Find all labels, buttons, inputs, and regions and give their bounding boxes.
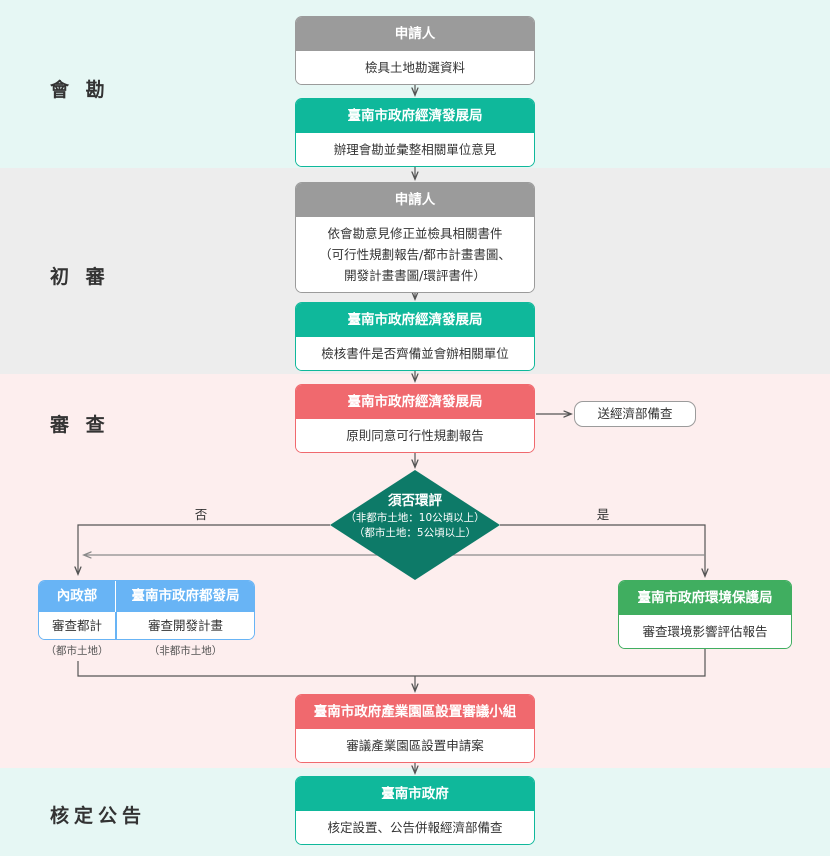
node-environmental-protection-bureau[interactable]: 臺南市政府環境保護局 審查環境影響評估報告 xyxy=(618,580,792,649)
note-urban-development-bureau-land-type: （非都市土地） xyxy=(148,645,223,657)
node-economic-development-bureau-1-head: 臺南市政府經濟發展局 xyxy=(296,99,534,133)
node-economic-development-bureau-1-body: 辦理會勘並彙整相關單位意見 xyxy=(296,133,534,166)
decision-node-eia-required[interactable]: 須否環評 （非都市土地：10公頃以上） （都市土地：5公頃以上） xyxy=(330,470,500,580)
node-economic-development-bureau-2[interactable]: 臺南市政府經濟發展局 檢核書件是否齊備並會辦相關單位 xyxy=(295,302,535,371)
node-industrial-park-review-committee-body: 審議產業園區設置申請案 xyxy=(296,729,534,762)
node-tainan-city-government-body: 核定設置、公告併報經濟部備查 xyxy=(296,811,534,844)
node-applicant-2-head: 申請人 xyxy=(296,183,534,217)
node-applicant-1-head: 申請人 xyxy=(296,17,534,51)
branch-label-no: 否 xyxy=(194,507,208,522)
node-applicant-2-body-line-3: 開發計畫書圖/環評書件） xyxy=(344,268,486,283)
stage-label-meeting: 會 勘 xyxy=(50,79,110,101)
node-environmental-protection-bureau-body: 審查環境影響評估報告 xyxy=(619,615,791,648)
node-ministry-of-interior[interactable]: 內政部 審查都計 xyxy=(38,580,116,640)
node-environmental-protection-bureau-head: 臺南市政府環境保護局 xyxy=(619,581,791,615)
node-urban-development-bureau-head: 臺南市政府都發局 xyxy=(117,581,254,612)
node-applicant-1[interactable]: 申請人 檢具土地勘選資料 xyxy=(295,16,535,85)
node-industrial-park-review-committee[interactable]: 臺南市政府產業園區設置審議小組 審議產業園區設置申請案 xyxy=(295,694,535,763)
note-ministry-of-interior-land-type: （都市土地） xyxy=(45,645,109,657)
node-economic-development-bureau-3[interactable]: 臺南市政府經濟發展局 原則同意可行性規劃報告 xyxy=(295,384,535,453)
stage-label-approval: 核定公告 xyxy=(50,805,147,827)
node-economic-development-bureau-3-head: 臺南市政府經濟發展局 xyxy=(296,385,534,419)
node-applicant-2[interactable]: 申請人 依會勘意見修正並檢具相關書件 （可行性規劃報告/都市計畫書圖、 開發計畫… xyxy=(295,182,535,293)
node-tainan-city-government-head: 臺南市政府 xyxy=(296,777,534,811)
node-applicant-2-body-line-2: （可行性規劃報告/都市計畫書圖、 xyxy=(319,247,511,262)
diamond-shape-icon xyxy=(330,470,500,580)
node-tainan-city-government[interactable]: 臺南市政府 核定設置、公告併報經濟部備查 xyxy=(295,776,535,845)
node-applicant-2-body-line-1: 依會勘意見修正並檢具相關書件 xyxy=(327,226,503,241)
node-urban-development-bureau[interactable]: 臺南市政府都發局 審查開發計畫 xyxy=(116,580,255,640)
node-moea-filing[interactable]: 送經濟部備查 xyxy=(574,401,696,427)
node-industrial-park-review-committee-head: 臺南市政府產業園區設置審議小組 xyxy=(296,695,534,729)
node-economic-development-bureau-2-head: 臺南市政府經濟發展局 xyxy=(296,303,534,337)
branch-label-yes: 是 xyxy=(596,507,610,522)
node-economic-development-bureau-3-body: 原則同意可行性規劃報告 xyxy=(296,419,534,452)
node-applicant-2-body: 依會勘意見修正並檢具相關書件 （可行性規劃報告/都市計畫書圖、 開發計畫書圖/環… xyxy=(296,217,534,292)
node-ministry-of-interior-head: 內政部 xyxy=(39,581,116,612)
stage-label-initial: 初 審 xyxy=(50,266,110,288)
node-urban-development-bureau-body: 審查開發計畫 xyxy=(117,612,254,639)
node-economic-development-bureau-1[interactable]: 臺南市政府經濟發展局 辦理會勘並彙整相關單位意見 xyxy=(295,98,535,167)
node-economic-development-bureau-2-body: 檢核書件是否齊備並會辦相關單位 xyxy=(296,337,534,370)
stage-label-review: 審 查 xyxy=(50,414,110,436)
node-applicant-1-body: 檢具土地勘選資料 xyxy=(296,51,534,84)
node-ministry-of-interior-body: 審查都計 xyxy=(39,612,116,639)
node-group-blue: 內政部 審查都計 臺南市政府都發局 審查開發計畫 xyxy=(38,580,255,640)
